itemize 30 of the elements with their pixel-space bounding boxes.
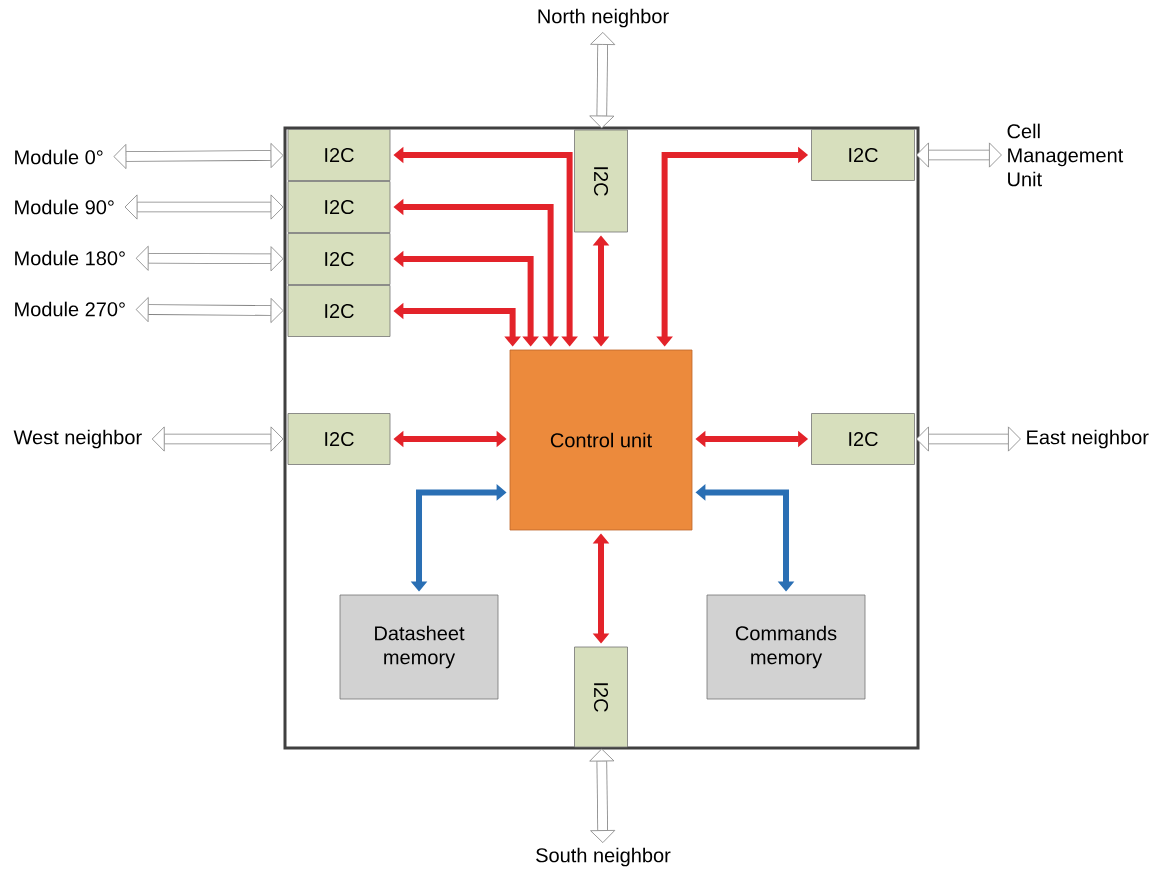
i2c-box: I2C (811, 413, 915, 465)
i2c-box: I2C (287, 233, 391, 285)
i2c-box: I2C (287, 129, 391, 181)
arrow (589, 748, 616, 843)
neighbor-label: North neighbor (538, 8, 669, 28)
port-label: Module 0° (15, 149, 103, 165)
port-label: Module 270° (15, 301, 125, 317)
memory-box: Commands memory (706, 594, 866, 700)
arrow (113, 143, 284, 170)
port-label: West neighbor (13, 429, 142, 449)
arrow (589, 32, 616, 129)
i2c-box: I2C (811, 129, 915, 181)
neighbor-label: South neighbor (536, 847, 671, 867)
arrow (916, 142, 1002, 168)
port-label: Module 180° (15, 250, 125, 266)
port-label: Cell Management Unit (1007, 123, 1124, 187)
i2c-box: I2C (287, 285, 391, 337)
memory-box: Datasheet memory (339, 594, 499, 700)
arrow (916, 426, 1021, 452)
i2c-box: I2C (287, 181, 391, 233)
arrow (151, 426, 284, 452)
i2c-box: I2C (574, 646, 628, 748)
port-label: Module 90° (15, 199, 114, 215)
i2c-box: I2C (287, 413, 391, 465)
arrow (135, 245, 284, 272)
port-label: East neighbor (1027, 429, 1149, 449)
control-unit-box: Control unit (509, 349, 693, 531)
i2c-box: I2C (574, 129, 628, 233)
arrow (124, 194, 284, 220)
arrow (135, 297, 284, 323)
